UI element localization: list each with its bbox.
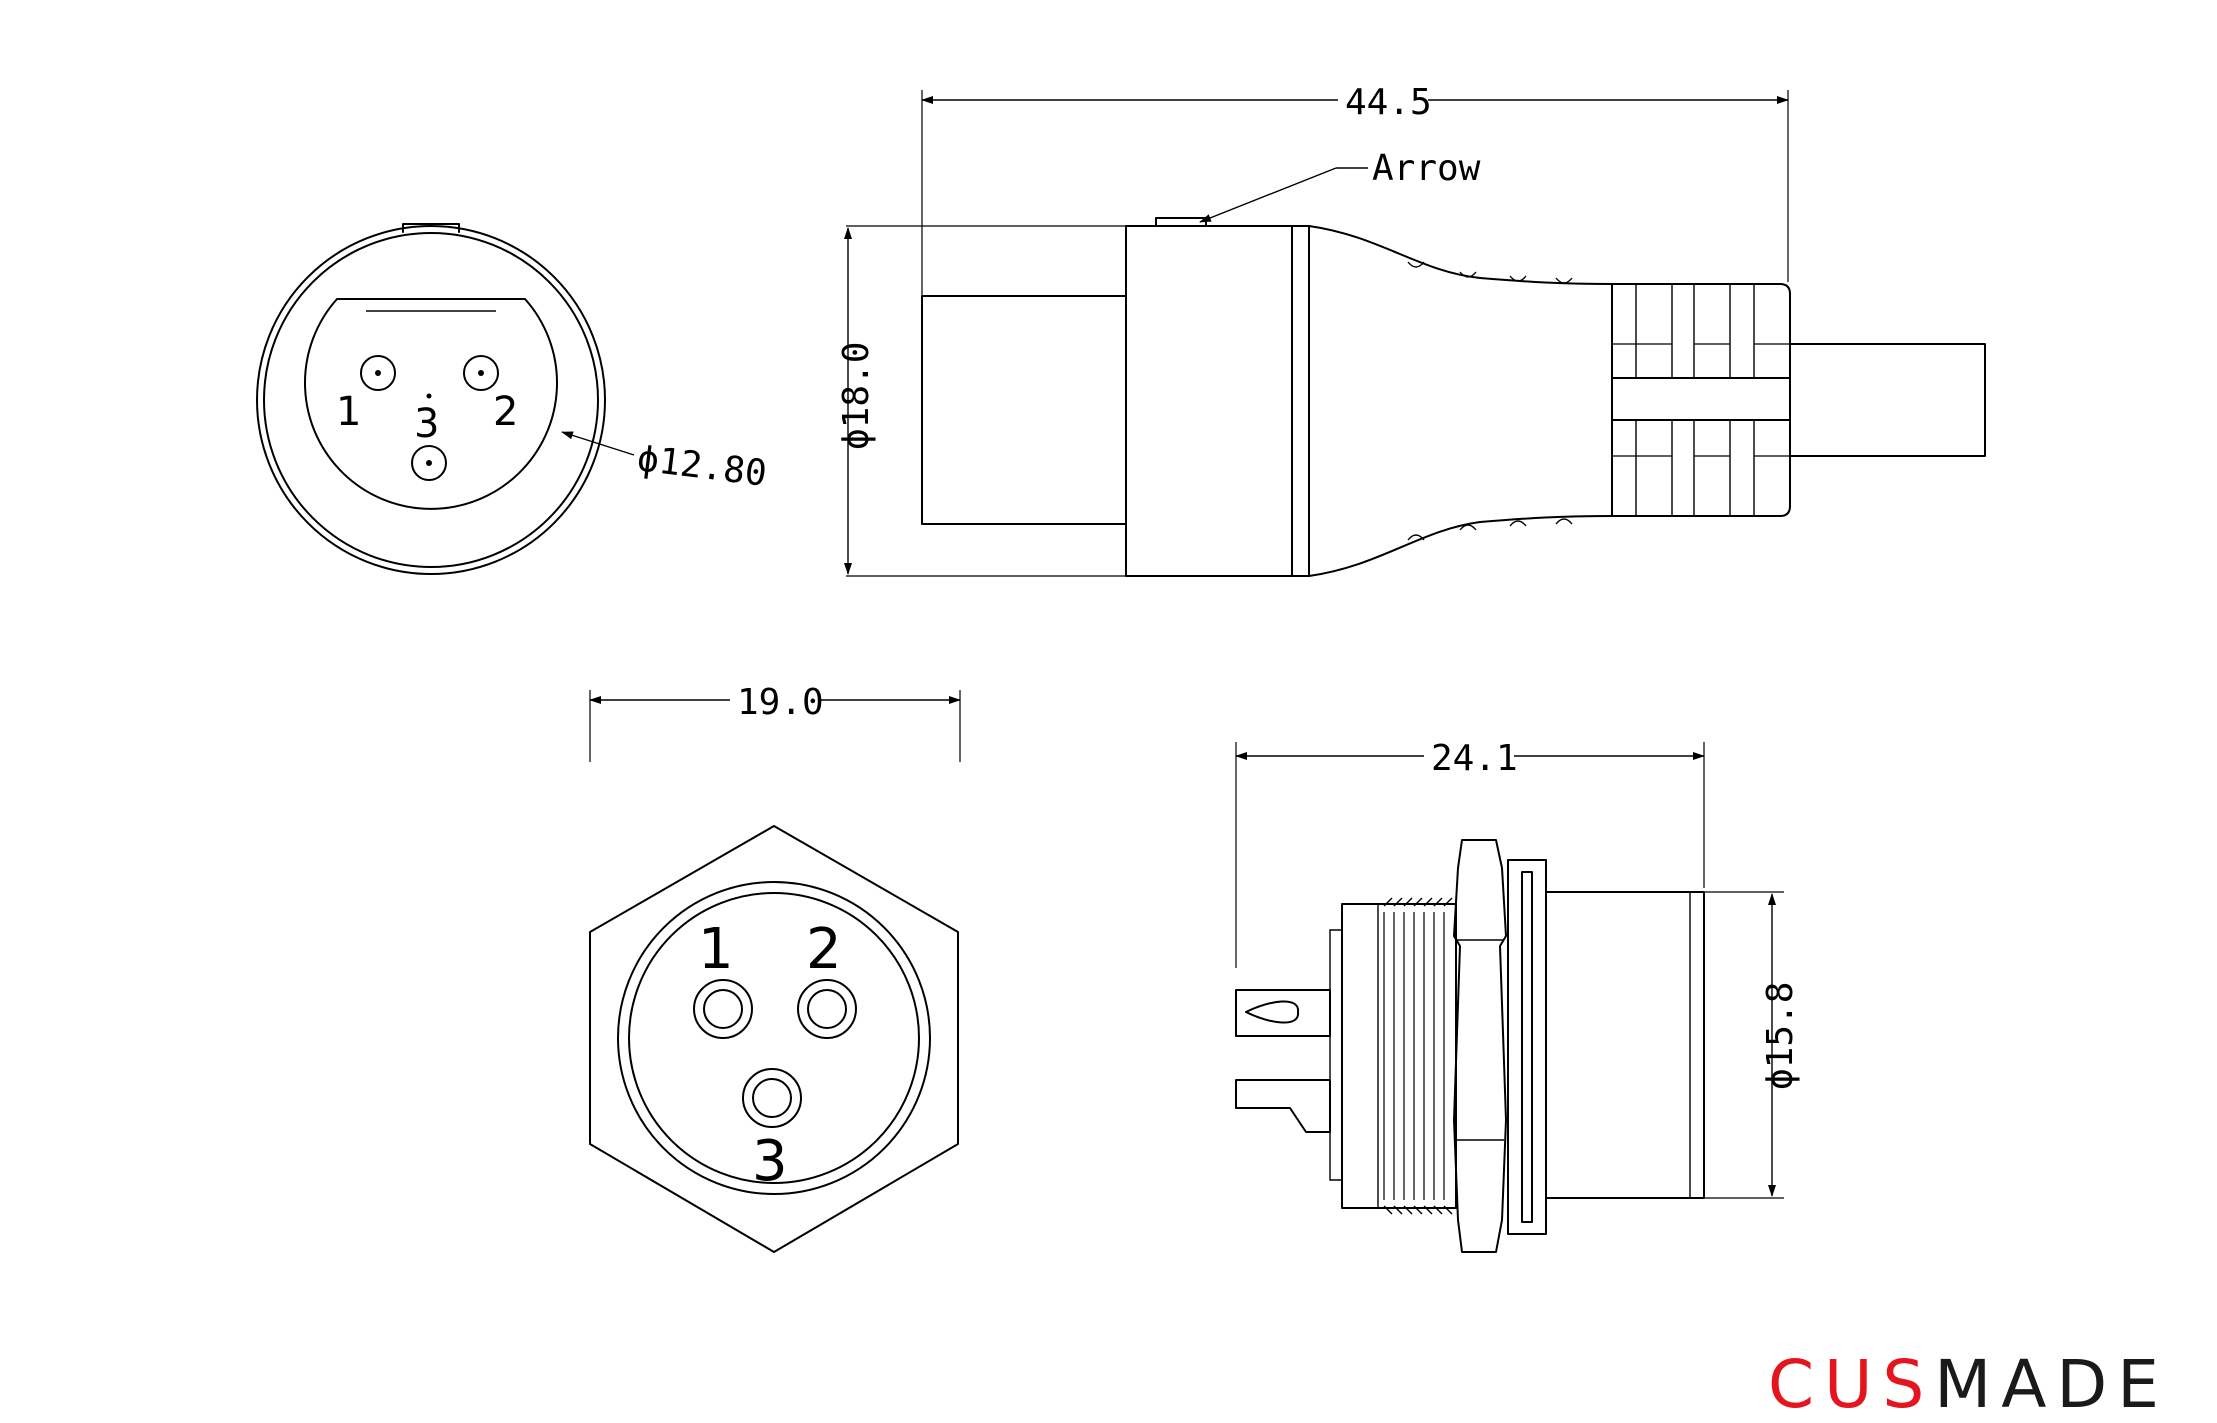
brand-logo-part1: CUS — [1768, 1346, 1935, 1423]
receptacle-side-view: 24.1 ϕ15.8 — [1235, 736, 1801, 1253]
face-diameter-dimension: ϕ12.80 — [635, 438, 769, 495]
plug-side-view: 44.5 Arrow ϕ18.0 — [836, 80, 1986, 577]
plug-pin-2-label: 2 — [493, 389, 518, 435]
receptacle-length-dimension: 24.1 — [1431, 738, 1518, 779]
hex-width-dimension: 19.0 — [737, 682, 824, 723]
brand-logo-part2: MADE — [1934, 1346, 2169, 1423]
receptacle-pin-1-label: 1 — [698, 917, 734, 982]
overall-length-dimension: 44.5 — [1345, 82, 1432, 123]
plug-front-view: 1 2 3 ϕ12.80 — [256, 223, 769, 575]
plug-pin-3-label: 3 — [414, 401, 439, 447]
receptacle-diameter-dimension: ϕ15.8 — [1760, 982, 1801, 1090]
receptacle-pin-3-label: 3 — [752, 1129, 788, 1194]
body-diameter-dimension: ϕ18.0 — [836, 342, 877, 450]
receptacle-front-view: 19.0 1 2 3 — [589, 680, 961, 1253]
arrow-callout: Arrow — [1372, 148, 1481, 189]
plug-pin-1-label: 1 — [336, 389, 361, 435]
receptacle-pin-2-label: 2 — [806, 917, 842, 982]
brand-logo: CUSMADE — [1768, 1352, 2169, 1418]
